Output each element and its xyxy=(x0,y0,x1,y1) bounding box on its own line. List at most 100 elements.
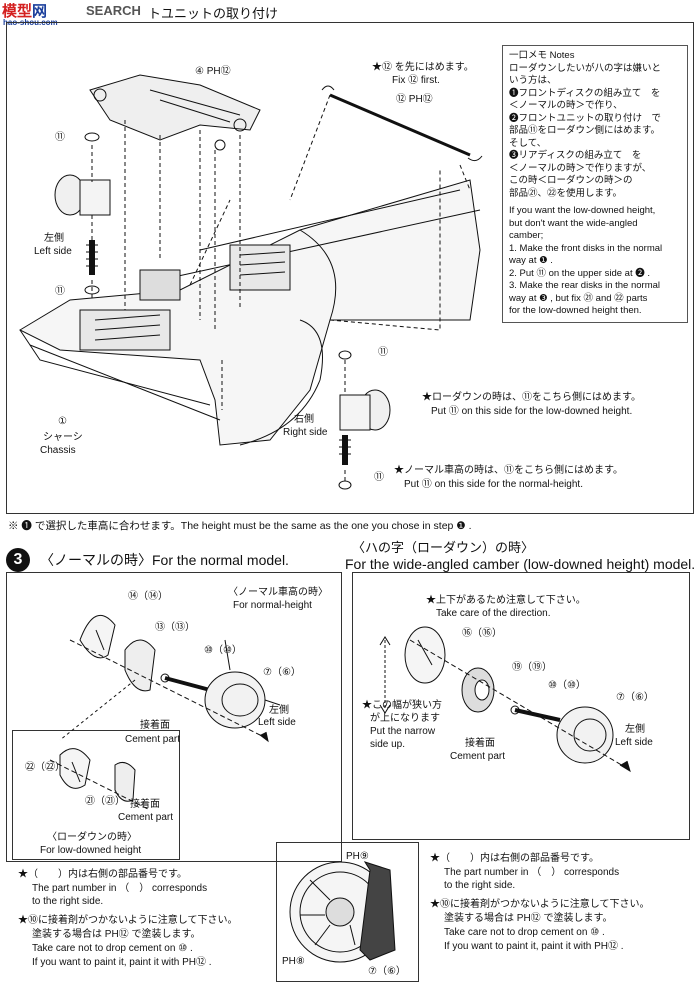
label-part4: ④ PH⑫ xyxy=(195,66,231,77)
notes-line: ＜ノーマルの時＞で作り、 xyxy=(509,100,623,111)
label-w19: ⑲（⑲） xyxy=(512,662,552,673)
label-part11-c: ⑪ xyxy=(378,347,388,358)
wide-narrow-jp2: が上になります xyxy=(370,713,440,724)
left-side-jp: 左側 xyxy=(44,233,64,244)
label-w16: ⑯（⑯） xyxy=(462,628,502,639)
notes-line: この時＜ローダウンの時＞の xyxy=(509,175,633,186)
label-p91: ㉑（㉑） xyxy=(85,796,125,807)
right-note2-jp2: 塗装する場合は PH⑫ で塗装します。 xyxy=(444,913,613,924)
normal-cement-en: Cement part xyxy=(125,734,181,745)
right-note1-en2: to the right side. xyxy=(444,880,516,891)
notes-line: いう方は、 xyxy=(509,75,557,86)
notes-box: 一口メモ Notes ローダウンしたいが八の字は嫌いと いう方は、 ❶フロントデ… xyxy=(502,45,688,323)
notes-line: for the low-downed height then. xyxy=(509,305,642,316)
height-note: ※ ❶ で選択した車高に合わせます。The height must be the… xyxy=(8,520,472,532)
notes-line: way at ❸ , but fix ㉑ and ㉒ parts xyxy=(509,292,648,304)
normal-height-jp: 〈ノーマル車高の時〉 xyxy=(228,587,328,598)
left-note1-jp: ★（ ）内は右側の部品番号です。 xyxy=(18,869,187,880)
wide-left-side-en: Left side xyxy=(615,737,653,748)
right-note1-en1: The part number in （ ） corresponds xyxy=(444,867,620,878)
top-assembly-frame xyxy=(6,22,694,514)
label-ph9: PH⑨ xyxy=(346,851,369,862)
label-part12: ⑫ PH⑫ xyxy=(396,94,433,105)
normal-model-title: 〈ノーマルの時〉For the normal model. xyxy=(40,552,289,568)
wide-model-frame xyxy=(352,572,690,840)
label-p14: ⑭（⑭） xyxy=(128,591,168,602)
wide-cement-jp: 接着面 xyxy=(465,738,495,749)
label-part11-a: ⑪ xyxy=(55,132,65,143)
normal-cement-jp: 接着面 xyxy=(140,720,170,731)
notes-line: 1. Make the front disks in the normal xyxy=(509,242,663,254)
notes-line: 2. Put ⑪ on the upper side at ❷ . xyxy=(509,267,650,279)
normal-cement2-jp: 接着面 xyxy=(130,799,160,810)
step-number-3: 3 xyxy=(6,548,30,572)
left-side-en: Left side xyxy=(34,246,72,257)
notes-line: but don't want the wide-angled xyxy=(509,217,638,229)
notes-line: ローダウンしたいが八の字は嫌いと xyxy=(509,62,662,74)
label-part11-d: ⑪ xyxy=(374,472,384,483)
left-note2-en1: Take care not to drop cement on ⑩ . xyxy=(32,943,193,954)
right-side-en: Right side xyxy=(283,427,328,438)
wide-cement-en: Cement part xyxy=(450,751,506,762)
left-note1-en1: The part number in （ ） corresponds xyxy=(32,883,208,894)
wide-direction-jp: ★上下があるため注意して下さい。 xyxy=(426,595,586,606)
fix-note-en: Fix ⑫ first. xyxy=(392,75,440,86)
header-fragment: SEARCH xyxy=(86,3,141,18)
normal-note-jp: ★ノーマル車高の時は、⑪をこちら側にはめます。 xyxy=(394,465,623,476)
notes-line: camber; xyxy=(509,230,544,241)
lowdown-note-en: Put ⑪ on this side for the low-downed he… xyxy=(431,406,633,417)
left-note2-jp2: 塗装する場合は PH⑫ で塗装します。 xyxy=(32,929,201,940)
wide-left-side-jp: 左側 xyxy=(625,724,645,735)
left-note2-jp1: ★⑩に接着剤がつかないように注意して下さい。 xyxy=(18,915,238,926)
notes-title: 一口メモ Notes xyxy=(509,50,575,61)
notes-line: ＜ノーマルの時＞で作りますが、 xyxy=(509,162,652,174)
notes-line: 部品㉑、㉒を使用します。 xyxy=(509,187,623,199)
lowdown-subframe xyxy=(12,730,180,860)
watermark-logo: 模型网 xyxy=(2,0,47,21)
header-title: トユニットの取り付け xyxy=(148,6,279,21)
label-p92: ㉒（㉒） xyxy=(25,762,65,773)
normal-note-en: Put ⑪ on this side for the normal-height… xyxy=(404,479,583,490)
watermark-site-right: 网 xyxy=(32,3,48,20)
notes-line: そして、 xyxy=(509,137,547,149)
wide-direction-en: Take care of the direction. xyxy=(436,608,551,619)
label-ph8: PH⑧ xyxy=(282,956,305,967)
right-side-jp: 右側 xyxy=(294,414,314,425)
notes-line: If you want the low-downed height, xyxy=(509,205,656,216)
left-note2-en2: If you want to paint it, paint it with P… xyxy=(32,957,212,968)
notes-line: 部品⑪をローダウン側にはめます。 xyxy=(509,125,661,136)
notes-line: ❶フロントディスクの組み立て を xyxy=(509,87,661,99)
right-note2-jp1: ★⑩に接着剤がつかないように注意して下さい。 xyxy=(430,899,650,910)
label-part1: ① xyxy=(58,416,67,427)
label-p7: ⑦（⑥） xyxy=(263,667,301,678)
normal-height-en: For normal-height xyxy=(233,600,312,611)
notes-line: ❷フロントユニットの取り付け で xyxy=(509,112,662,124)
left-note1-en2: to the right side. xyxy=(32,896,104,907)
watermark-site-left: 模型 xyxy=(2,3,33,20)
label-part11-b: ⑪ xyxy=(55,286,65,297)
label-p13: ⑬（⑬） xyxy=(155,622,195,633)
wide-narrow-jp1: ★この幅が狭い方 xyxy=(362,700,442,711)
notes-line: 3. Make the rear disks in the normal xyxy=(509,280,661,291)
normal-left-side-jp: 左側 xyxy=(269,705,289,716)
normal-model-frame xyxy=(6,572,342,862)
wide-model-title-jp: 〈ハの字（ローダウン）の時〉 xyxy=(352,540,535,555)
label-w10: ⑩（⑩） xyxy=(548,680,586,691)
notes-line: ❸リアディスクの組み立て を xyxy=(509,150,642,161)
wide-narrow-en2: side up. xyxy=(370,739,406,750)
fix-note-jp: ★⑫ を先にはめます。 xyxy=(372,62,474,73)
right-note2-en2: If you want to paint it, paint it with P… xyxy=(444,941,624,952)
chassis-en: Chassis xyxy=(40,445,76,456)
right-note2-en1: Take care not to drop cement on ⑩ . xyxy=(444,927,605,938)
lowdown-sub-jp: 〈ローダウンの時〉 xyxy=(47,832,137,843)
label-w7: ⑦（⑥） xyxy=(616,692,654,703)
label-p10: ⑩（⑩） xyxy=(204,645,242,656)
wide-narrow-en1: Put the narrow xyxy=(370,726,436,737)
right-note1-jp: ★（ ）内は右側の部品番号です。 xyxy=(430,853,599,864)
lowdown-note-jp: ★ローダウンの時は、⑪をこちら側にはめます。 xyxy=(422,392,641,403)
wide-model-title-en: For the wide-angled camber (low-downed h… xyxy=(345,556,696,572)
chassis-jp: シャーシ xyxy=(43,432,83,443)
